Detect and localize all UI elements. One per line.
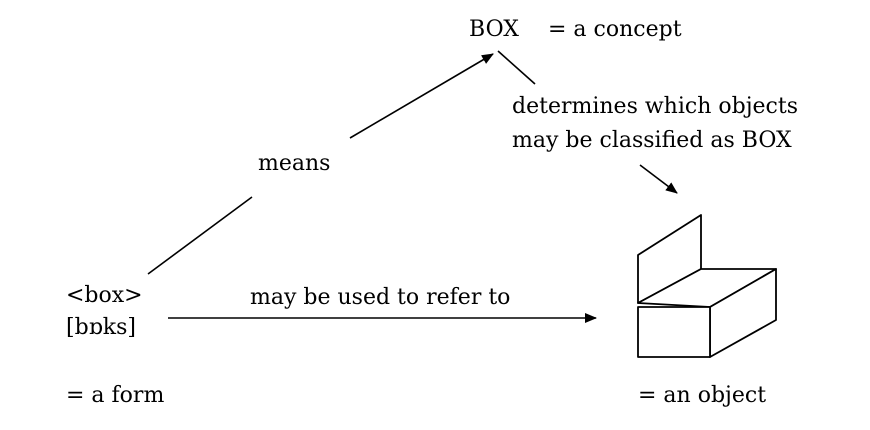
means-line-lower <box>147 196 253 275</box>
determines-label-line1: determines which objects <box>512 94 798 119</box>
means-label: means <box>258 151 330 176</box>
determines-label-line2: may be classified as BOX <box>512 128 792 153</box>
determines-line-upper <box>497 50 536 85</box>
concept-word: BOX <box>469 17 519 42</box>
form-spelling: <box> <box>66 283 143 308</box>
form-gloss: = a form <box>66 383 164 408</box>
box-icon <box>637 214 777 358</box>
box-front-face <box>637 306 711 358</box>
means-arrow <box>349 53 494 139</box>
refer-label: may be used to refer to <box>250 285 510 310</box>
form-pronunciation: [bɒks] <box>66 315 136 340</box>
concept-gloss: = a concept <box>548 17 682 42</box>
object-gloss: = an object <box>638 383 766 408</box>
determines-arrow <box>639 164 678 194</box>
